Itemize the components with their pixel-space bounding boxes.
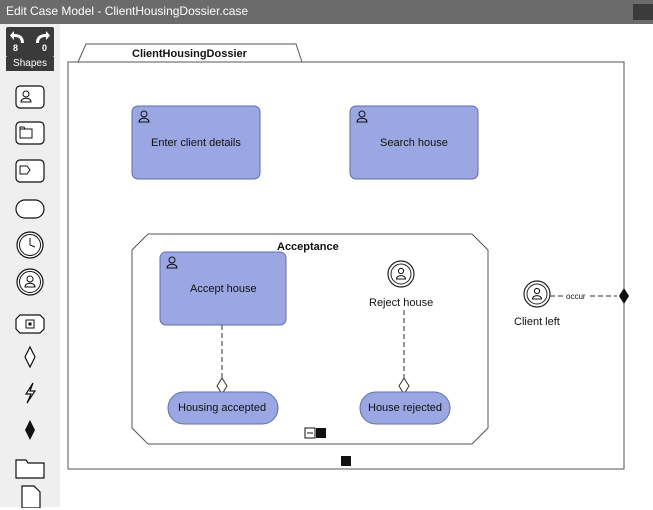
titlebar-control[interactable] xyxy=(633,4,653,20)
exit-criterion-icon xyxy=(619,288,629,304)
lightning-icon xyxy=(24,382,37,404)
diagram-svg xyxy=(67,43,629,470)
shapes-tab[interactable]: Shapes xyxy=(6,57,54,71)
milestone-label-house-rejected: House rejected xyxy=(368,402,442,414)
redo-icon xyxy=(36,31,50,43)
palette-stage[interactable] xyxy=(14,312,46,338)
user-icon xyxy=(395,267,407,280)
human-task-icon xyxy=(356,110,368,123)
connector-label-occur: occur xyxy=(565,292,587,301)
undo-count: 8 xyxy=(13,43,19,53)
task-enter-client-details xyxy=(131,105,261,180)
case-plan-tab xyxy=(77,43,303,63)
redo-count: 0 xyxy=(42,43,48,53)
event-label-client-left: Client left xyxy=(514,316,560,328)
user-icon xyxy=(531,287,543,300)
palette-user-event[interactable] xyxy=(14,267,46,296)
stage-icon xyxy=(15,314,45,334)
stage-name: Acceptance xyxy=(277,241,339,253)
palette-case-task[interactable] xyxy=(14,120,46,146)
diagram-canvas[interactable]: ClientHousingDossier Enter client detail… xyxy=(60,24,653,507)
human-task-icon xyxy=(15,85,45,109)
stage-exit-criterion xyxy=(316,428,326,438)
milestone-icon xyxy=(15,199,45,219)
palette-process-task[interactable] xyxy=(14,158,46,184)
palette-entry-criterion[interactable] xyxy=(14,344,46,370)
entry-criterion-icon xyxy=(24,345,36,369)
milestone-label-housing-accepted: Housing accepted xyxy=(178,402,267,414)
milestone-house-rejected xyxy=(359,391,451,425)
case-plan-border xyxy=(67,61,625,470)
task-label-search-house: Search house xyxy=(380,137,448,149)
palette-document[interactable] xyxy=(14,484,46,510)
undo-button[interactable]: 8 xyxy=(6,27,30,57)
exit-criterion-icon xyxy=(25,420,35,440)
palette-case-file-folder[interactable] xyxy=(14,454,46,480)
palette-milestone[interactable] xyxy=(14,196,46,222)
undo-redo-bar: 8 0 xyxy=(6,27,54,57)
timer-event-icon xyxy=(16,231,44,259)
shapes-palette: 8 0 Shapes xyxy=(0,24,61,510)
human-task-icon xyxy=(138,110,150,123)
redo-button[interactable]: 0 xyxy=(30,27,54,57)
palette-exit-criterion[interactable] xyxy=(14,417,46,443)
undo-icon xyxy=(10,31,24,43)
window-titlebar: Edit Case Model - ClientHousingDossier.c… xyxy=(0,0,653,24)
task-label-enter-client-details: Enter client details xyxy=(151,137,241,149)
user-event-icon xyxy=(16,268,44,296)
task-accept-house xyxy=(159,251,287,326)
event-label-reject-house: Reject house xyxy=(369,297,434,309)
palette-case-file-item[interactable] xyxy=(14,380,46,406)
document-icon xyxy=(21,485,41,508)
case-task-icon xyxy=(15,121,45,145)
case-plan-name: ClientHousingDossier xyxy=(132,48,247,60)
case-plan-marker xyxy=(341,456,351,466)
milestone-housing-accepted xyxy=(167,391,279,425)
process-task-icon xyxy=(15,159,45,183)
folder-icon xyxy=(15,459,45,479)
human-task-icon xyxy=(166,256,178,269)
window-title: Edit Case Model - ClientHousingDossier.c… xyxy=(6,4,249,18)
task-label-accept-house: Accept house xyxy=(190,283,257,295)
palette-timer-event[interactable] xyxy=(14,230,46,259)
palette-human-task[interactable] xyxy=(14,84,46,110)
task-search-house xyxy=(349,105,479,180)
